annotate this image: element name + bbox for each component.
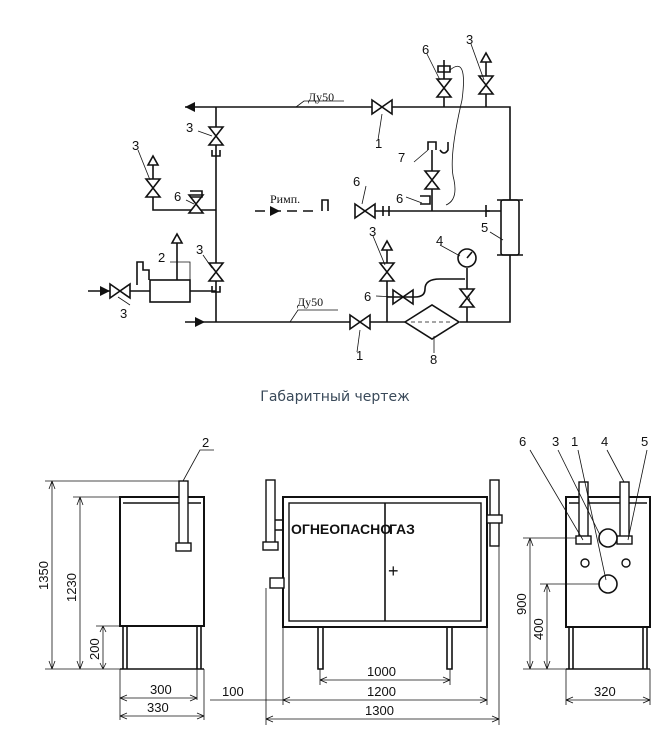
valve-3-inlet-icon [109,283,131,299]
valve-6-mid-icon [424,170,440,190]
callout-8: 8 [430,352,437,367]
valve-3-filter-icon [379,262,395,282]
gas-scheme: Ду50 Ду50 Римп. 1 1 2 3 3 3 3 3 3 4 [88,32,523,367]
top-pipe [185,106,511,200]
valve-6-gauge-icon [459,288,475,308]
front-dim-1000: 1000 [367,664,396,679]
front-view: ОГНЕОПАСНО ГАЗ + 1000 1200 1300 100 [210,479,503,725]
pipe-label-top: Ду50 [308,90,334,104]
callout-6-top: 6 [422,42,429,57]
end-callout-4: 4 [601,434,608,449]
valve-6-top-icon [436,78,452,98]
door-plus: + [388,561,399,581]
arrow-left-icon [185,102,195,112]
valve-1-bottom-icon [349,314,371,330]
pressure-label: Римп. [270,192,300,206]
regulator-icon [500,199,520,256]
side-pipe-icon [178,480,189,548]
side-dim-1350: 1350 [36,561,51,590]
vent-top-icon [480,52,492,63]
end-dim-320: 320 [594,684,616,699]
unit-2-icon [149,279,191,303]
end-callout-3: 3 [552,434,559,449]
callout-7: 7 [398,150,405,165]
end-pipe-right-icon [619,481,630,539]
end-callout-1: 1 [571,434,578,449]
vent-filter-icon [381,240,393,251]
side-callout-2: 2 [202,435,209,450]
door-text-left: ОГНЕОПАСНО [291,521,391,537]
callout-5: 5 [481,220,488,235]
front-dim-1300: 1300 [365,703,394,718]
callout-4: 4 [436,233,443,248]
callout-3-top: 3 [466,32,473,47]
door-text-right: ГАЗ [389,521,415,537]
end-inlet-icon [598,574,618,594]
vent-unit-icon [171,233,183,244]
side-cabinet [119,496,205,627]
arrow-inlet-icon [100,286,110,296]
callout-3-left: 3 [132,138,139,153]
callout-3-lower: 3 [196,242,203,257]
arrow-right-icon [195,317,205,327]
arrow-impulse-icon [270,206,280,216]
front-dim-100: 100 [222,684,244,699]
valve-6-impulse-icon [354,203,376,219]
end-view: 6 3 1 4 5 900 400 320 [514,434,651,705]
valve-3-lower-icon [208,262,224,282]
callout-3-inlet: 3 [120,306,127,321]
end-outlet-icon [598,528,618,548]
side-dim-330: 330 [147,700,169,715]
callout-6-left: 6 [174,189,181,204]
siphon-icon [427,141,449,154]
callout-1-bottom: 1 [356,348,363,363]
drawing-caption: Габаритный чертеж [260,389,410,405]
callout-1-top: 1 [375,136,382,151]
valve-3-top-icon [478,75,494,95]
end-dim-400: 400 [531,618,546,640]
valve-3-left-icon [145,178,161,198]
pipe-label-bottom: Ду50 [297,295,323,309]
callout-3-filter: 3 [369,224,376,239]
callout-6-impulse: 6 [353,174,360,189]
side-dim-1230: 1230 [64,573,79,602]
front-pipe-left-icon [265,479,276,547]
side-dim-300: 300 [150,682,172,697]
side-view: 2 1350 1230 200 300 330 [36,435,214,720]
callout-3-upper: 3 [186,120,193,135]
front-pipe-right-icon [489,479,500,547]
side-dim-200: 200 [87,638,102,660]
end-callout-5: 5 [641,434,648,449]
callout-6-filter: 6 [364,289,371,304]
front-dim-1200: 1200 [367,684,396,699]
vent-left-icon [147,155,159,166]
callout-6-mid: 6 [396,191,403,206]
end-dim-900: 900 [514,593,529,615]
callout-2: 2 [158,250,165,265]
valve-1-top-icon [371,99,393,115]
end-callout-6: 6 [519,434,526,449]
impulse-plug [321,199,329,211]
